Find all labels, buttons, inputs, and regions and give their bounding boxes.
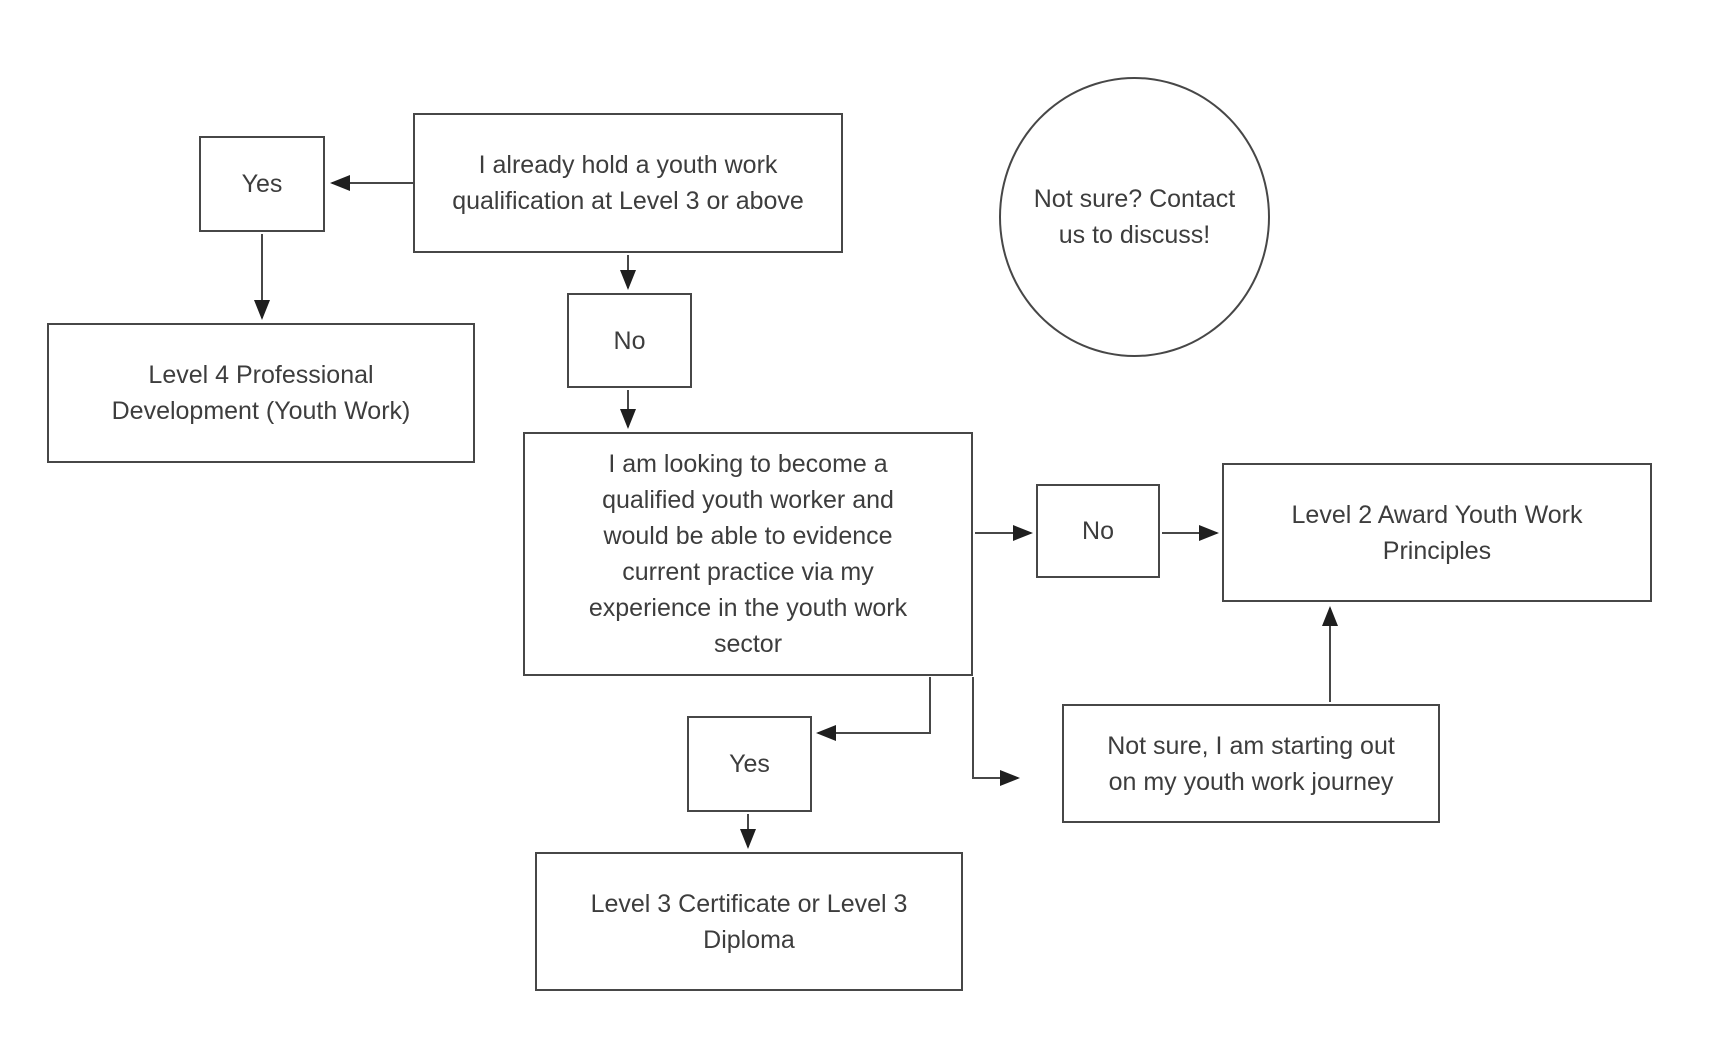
- node-level3-certificate-diploma: Level 3 Certificate or Level 3 Diploma: [535, 852, 963, 991]
- node-level4-professional-development: Level 4 Professional Development (Youth …: [47, 323, 475, 463]
- node-no-right: No: [1036, 484, 1160, 578]
- node-level2-label: Level 2 Award Youth Work Principles: [1291, 500, 1583, 565]
- node-looking-to-become-label: I am looking to become a qualified youth…: [588, 450, 908, 658]
- node-already-qualified: I already hold a youth work qualificatio…: [413, 113, 843, 253]
- node-level4-label: Level 4 Professional Development (Youth …: [111, 361, 411, 425]
- node-already-qualified-label: I already hold a youth work qualificatio…: [452, 151, 804, 215]
- node-yes-top-label: Yes: [241, 170, 283, 198]
- node-level3-label: Level 3 Certificate or Level 3 Diploma: [590, 889, 908, 954]
- node-level2-award: Level 2 Award Youth Work Principles: [1222, 463, 1652, 602]
- node-no-top-label: No: [613, 326, 646, 355]
- node-yes-bottom: Yes: [687, 716, 812, 812]
- node-looking-to-become: I am looking to become a qualified youth…: [523, 432, 973, 676]
- node-no-top: No: [567, 293, 692, 388]
- arrow-looking-to-yes: [816, 677, 931, 741]
- node-not-sure-starting-label: Not sure, I am starting out on my youth …: [1107, 731, 1395, 796]
- node-contact-us-label: Not sure? Contact us to discuss!: [1033, 185, 1236, 249]
- node-no-right-label: No: [1082, 517, 1114, 545]
- node-contact-us-bubble: Not sure? Contact us to discuss!: [999, 77, 1270, 357]
- node-yes-bottom-label: Yes: [729, 750, 770, 778]
- node-yes-top: Yes: [199, 136, 325, 232]
- node-not-sure-starting-out: Not sure, I am starting out on my youth …: [1062, 704, 1440, 823]
- arrow-looking-to-notsure: [972, 677, 1020, 786]
